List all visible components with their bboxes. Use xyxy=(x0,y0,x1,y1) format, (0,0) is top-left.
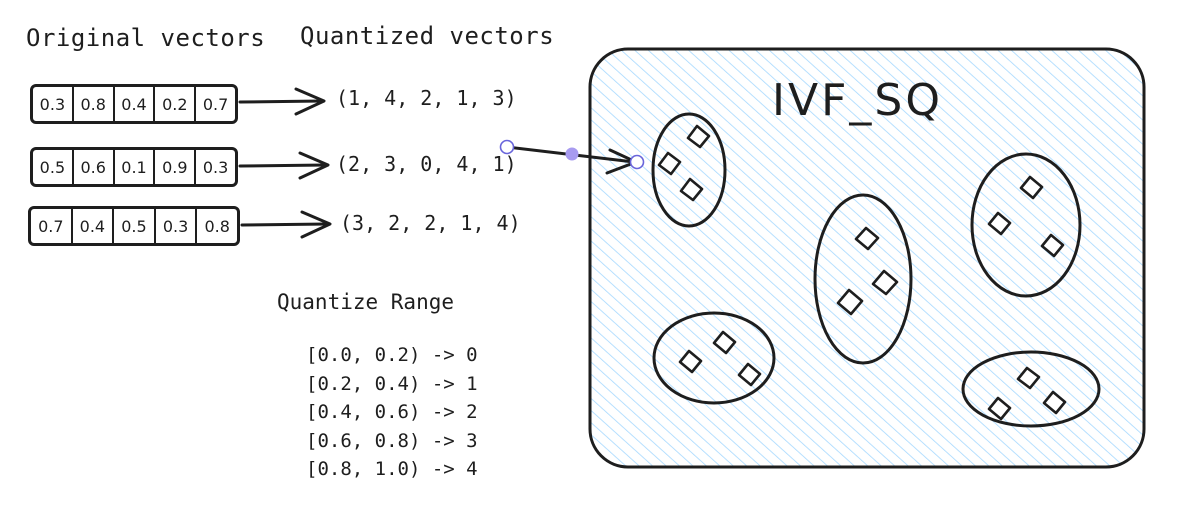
vector-cell: 0.8 xyxy=(204,216,230,236)
vector-point xyxy=(1042,390,1067,415)
vector-point xyxy=(712,330,737,355)
vector-cell: 0.3 xyxy=(33,87,74,121)
vector-point xyxy=(678,349,703,374)
vector-cell: 0.4 xyxy=(115,87,156,121)
vector-cell: 0.3 xyxy=(202,157,229,177)
cluster-ellipse xyxy=(813,193,913,365)
vector-point xyxy=(737,362,762,387)
vector-point xyxy=(657,151,682,176)
vector-row-3: 0.7 0.4 0.5 0.3 0.8 xyxy=(28,206,240,246)
vector-point xyxy=(1040,233,1065,258)
ivf-sq-label: IVF_SQ xyxy=(772,75,943,126)
quantized-vectors-heading: Quantized vectors xyxy=(300,22,555,50)
vector-cell: 0.2 xyxy=(155,87,197,121)
selected-connector xyxy=(505,145,638,175)
vector-cell: 0.5 xyxy=(114,209,156,243)
vector-cell: 0.1 xyxy=(115,150,156,184)
vector-cell: 0.8 xyxy=(74,87,115,121)
vector-point xyxy=(987,396,1012,421)
quantize-arrow-3 xyxy=(240,210,332,239)
vector-point xyxy=(836,288,864,316)
vector-cell: 0.5 xyxy=(33,150,74,184)
connector-mid-handle xyxy=(565,147,579,161)
quantize-range-heading: Quantize Range xyxy=(277,290,455,314)
vector-cell: 0.3 xyxy=(156,209,198,243)
vector-point xyxy=(987,211,1012,236)
range-line: [0.8, 1.0) -> 4 xyxy=(306,458,478,480)
range-line: [0.2, 0.4) -> 1 xyxy=(306,372,478,395)
connector-end-handle xyxy=(629,154,645,170)
cluster-ellipse xyxy=(970,152,1082,298)
vector-cell: 0.7 xyxy=(31,209,73,243)
quantized-vector-3: (3, 2, 2, 1, 4) xyxy=(340,211,521,235)
cluster-ellipse xyxy=(651,112,727,228)
range-line: [0.4, 0.6) -> 2 xyxy=(306,401,478,423)
cluster-ellipse xyxy=(652,311,776,405)
quantize-range-list: [0.0, 0.2) -> 0 [0.2, 0.4) -> 1 [0.4, 0.… xyxy=(306,341,478,484)
vector-cell: 0.6 xyxy=(74,150,115,184)
vector-point xyxy=(854,226,880,251)
vector-point xyxy=(871,269,899,296)
range-line: [0.0, 0.2) -> 0 xyxy=(306,344,478,366)
vector-point xyxy=(1019,175,1044,200)
quantized-vector-2: (2, 3, 0, 4, 1) xyxy=(336,152,517,176)
quantized-vector-1: (1, 4, 2, 1, 3) xyxy=(336,86,517,110)
vector-cell: 0.7 xyxy=(202,94,229,114)
quantize-arrow-2 xyxy=(238,151,330,180)
range-line: [0.6, 0.8) -> 3 xyxy=(306,429,478,452)
vector-point xyxy=(1016,366,1041,390)
vector-point xyxy=(686,124,711,149)
vector-point xyxy=(679,177,704,202)
vector-row-1: 0.3 0.8 0.4 0.2 0.7 xyxy=(30,84,238,124)
cluster-ellipse xyxy=(961,350,1101,428)
vector-cell: 0.4 xyxy=(73,209,115,243)
vector-cell: 0.9 xyxy=(155,150,197,184)
quantize-arrow-1 xyxy=(238,87,326,116)
vector-row-2: 0.5 0.6 0.1 0.9 0.3 xyxy=(30,147,238,187)
original-vectors-heading: Original vectors xyxy=(26,24,266,52)
